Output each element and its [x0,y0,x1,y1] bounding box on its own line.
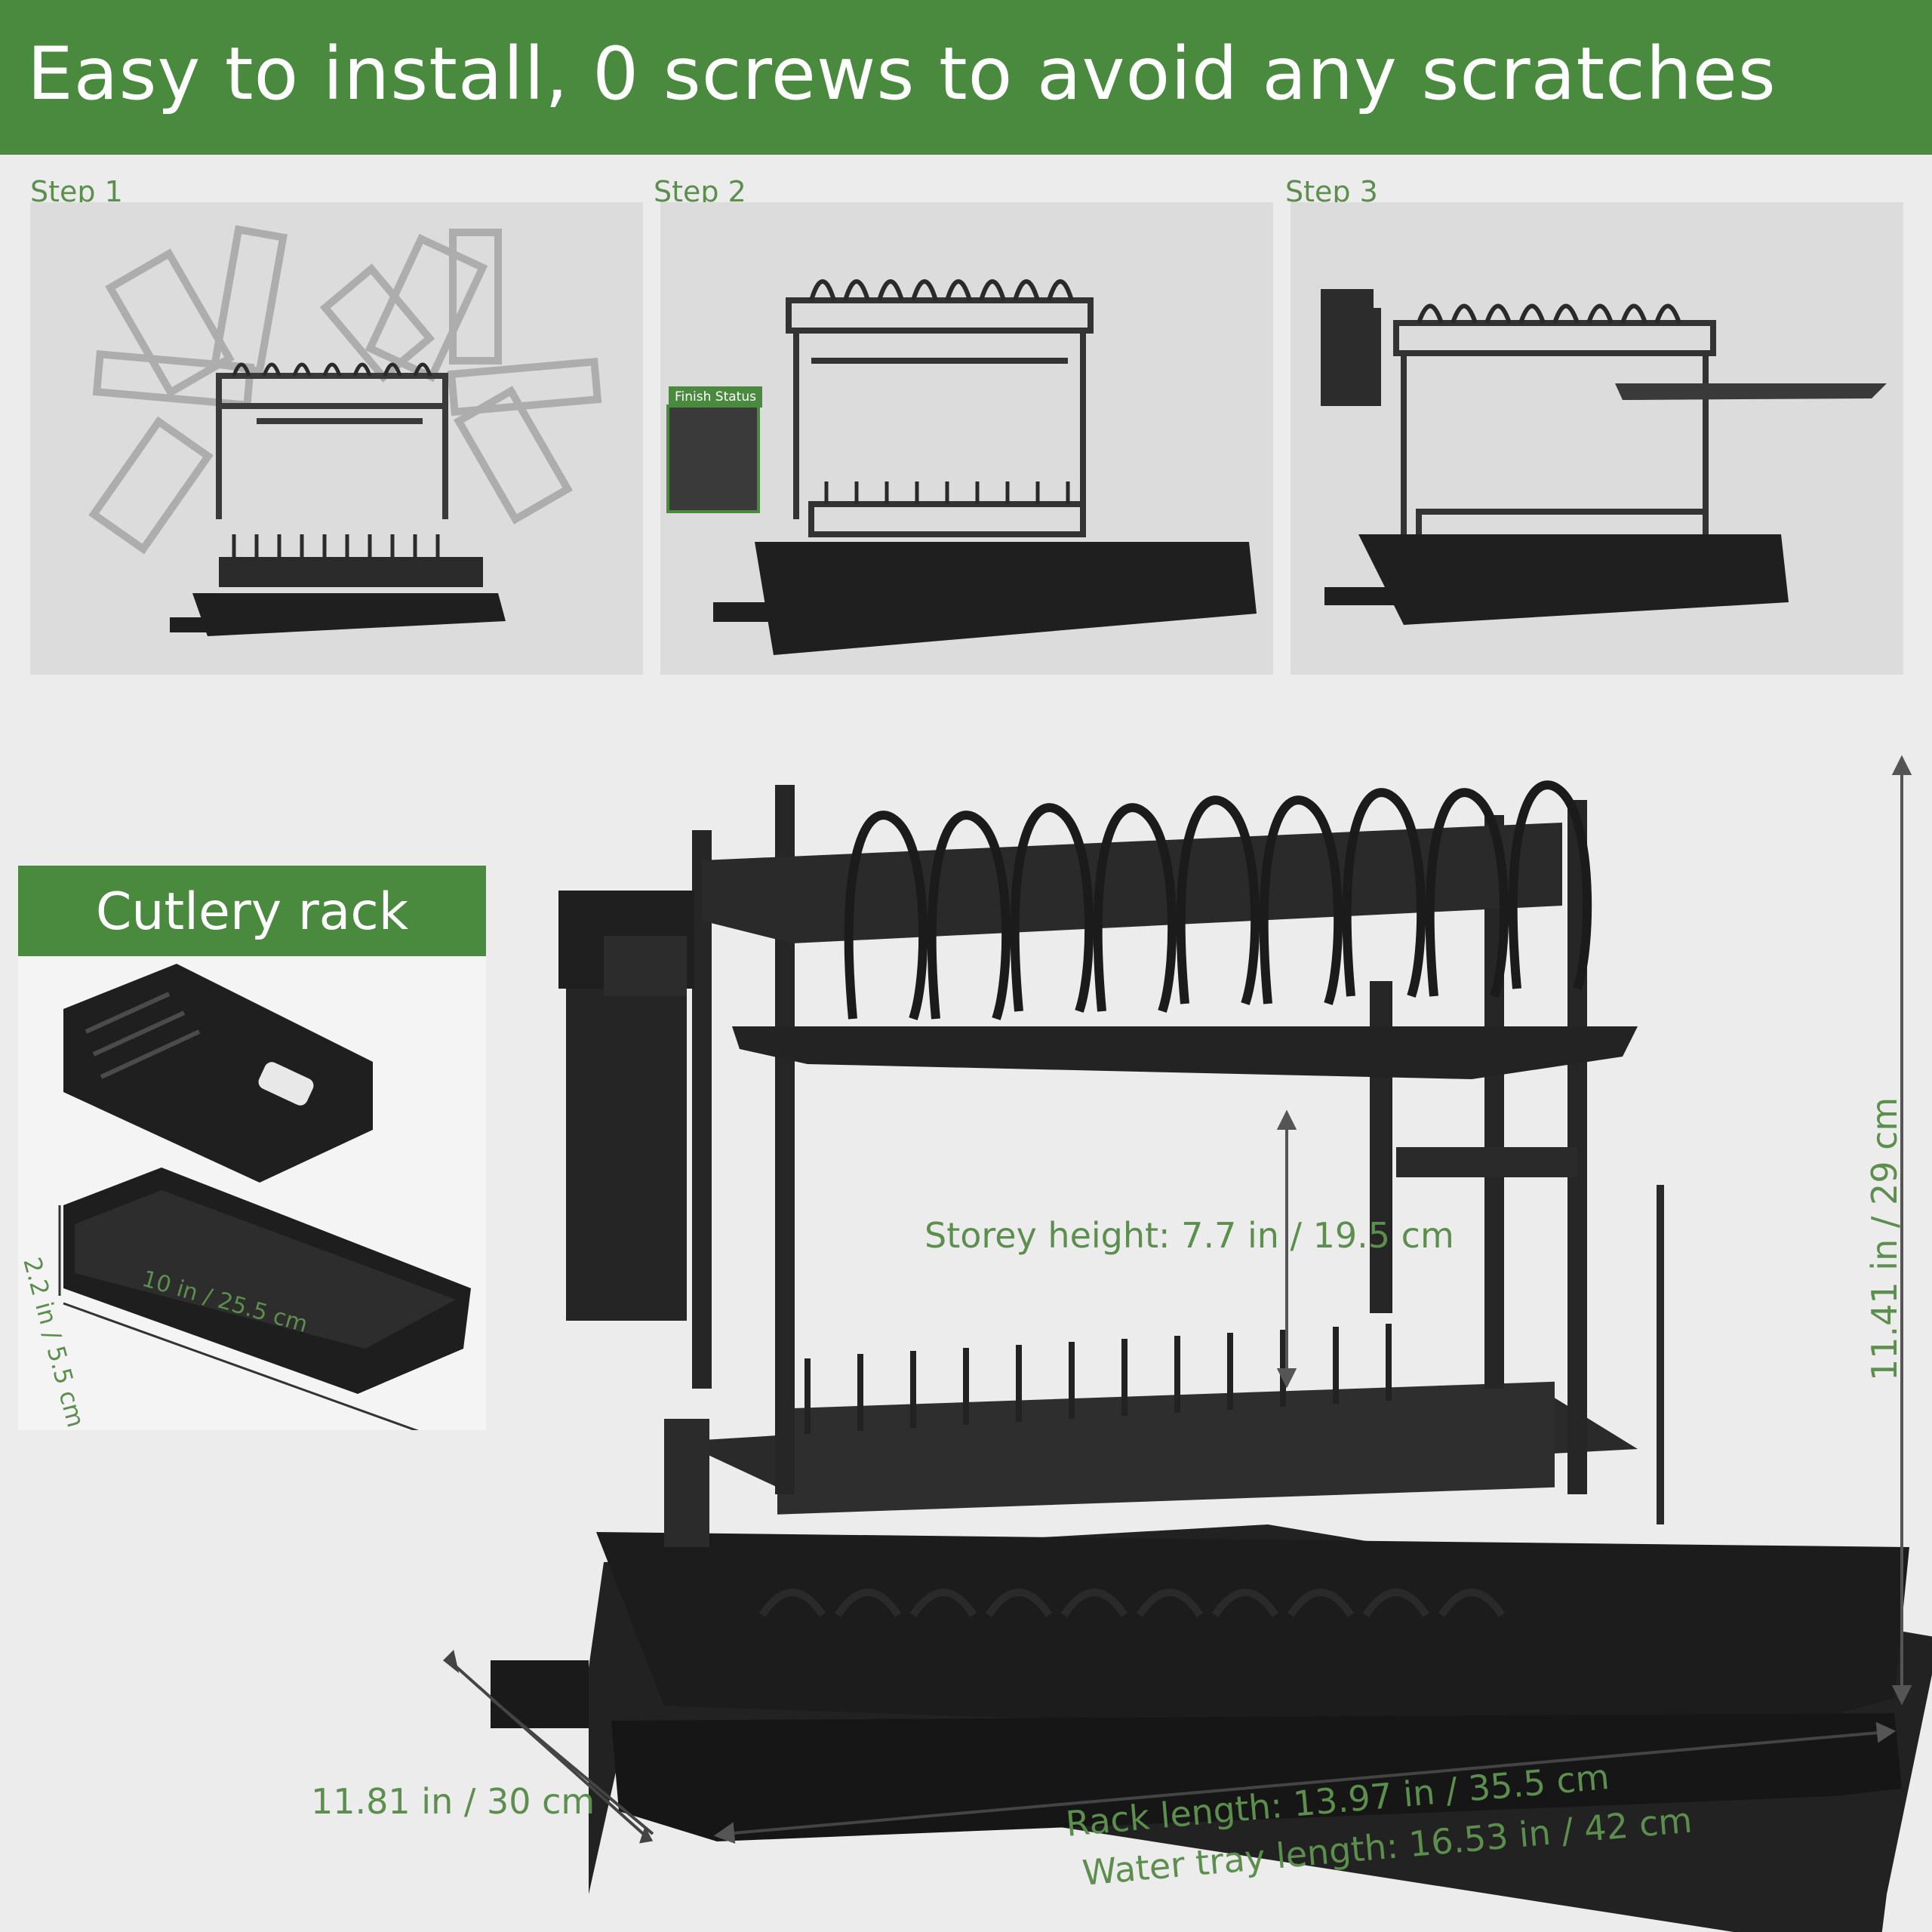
cutlery-header: Cutlery rack [18,866,486,956]
cutlery-title: Cutlery rack [95,882,409,942]
total-height-label: 11.41 in / 29 cm [1864,1097,1905,1381]
header-banner: Easy to install, 0 screws to avoid any s… [0,0,1932,155]
step-1-image [30,202,643,675]
step-3-image [1291,202,1903,675]
step-2-image [660,202,1273,675]
depth-label: 11.81 in / 30 cm [311,1781,595,1822]
cutlery-rack-card: Cutlery rack 2.2 in / 5.5 cm 10 in / 25.… [17,866,486,1430]
finish-status-badge: Finish Status [669,386,762,408]
storey-height-label: Storey height: 7.7 in / 19.5 cm [924,1215,1454,1256]
rack-with-accessories-illustration [1321,289,1887,625]
exploded-rack-illustration [88,225,602,636]
dish-rack-main-illustration [491,755,1932,1932]
assembled-rack-illustration [666,279,1257,655]
page-title: Easy to install, 0 screws to avoid any s… [27,32,1777,116]
cutlery-rack-illustration [58,964,471,1430]
